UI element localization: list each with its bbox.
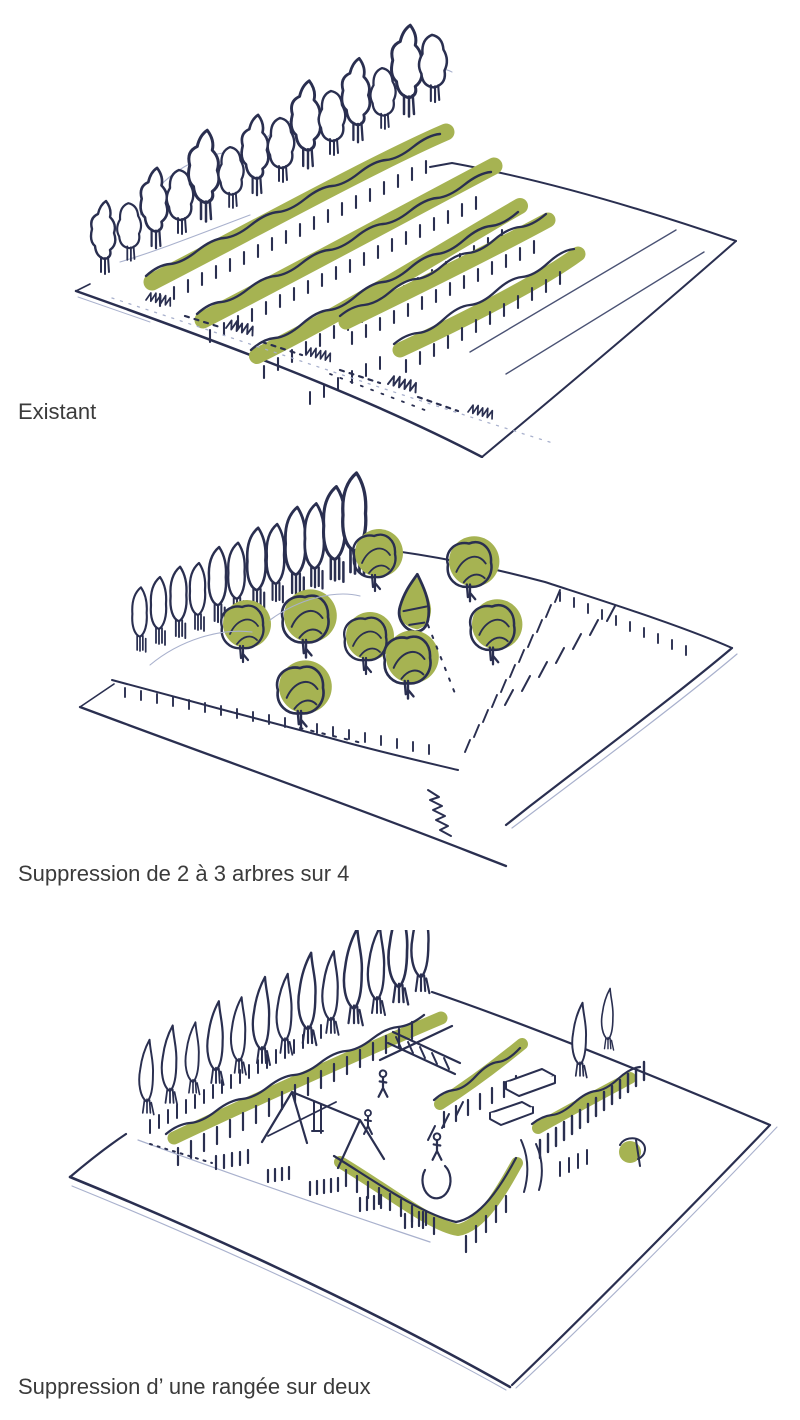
front-grass-marks	[111, 290, 557, 445]
right-tree-pair	[571, 987, 615, 1079]
hedgerow-3	[332, 1154, 523, 1254]
swing-frame-structure	[260, 1090, 386, 1170]
hedgerow-1	[164, 1011, 448, 1167]
hedgerow-5	[392, 246, 586, 374]
hedgerow-2	[432, 1038, 528, 1129]
inner-field-edges	[111, 589, 687, 837]
ladder-structure	[378, 1024, 462, 1076]
ground-plane	[78, 547, 738, 868]
stray-trunk-row	[309, 356, 381, 405]
sketch-suppression-rangee	[68, 930, 778, 1391]
hedgerow-4	[338, 212, 556, 346]
underdrawing-scribbles	[149, 593, 361, 666]
sketch-suppression-arbres	[78, 471, 738, 868]
caption-suppression-rangee: Suppression d’ une rangée sur deux	[18, 1374, 371, 1399]
benches	[489, 1068, 556, 1126]
sketch-existant	[74, 23, 737, 458]
ground-plane	[68, 990, 778, 1391]
empty-row-lines	[469, 229, 705, 375]
stick-figures	[363, 1069, 452, 1200]
ground-marks	[137, 1101, 588, 1243]
back-tree-row	[138, 930, 431, 1134]
caption-existant: Existant	[18, 399, 97, 424]
caption-suppression-arbres: Suppression de 2 à 3 arbres sur 4	[18, 861, 350, 886]
hedgerow-4	[530, 1060, 646, 1167]
